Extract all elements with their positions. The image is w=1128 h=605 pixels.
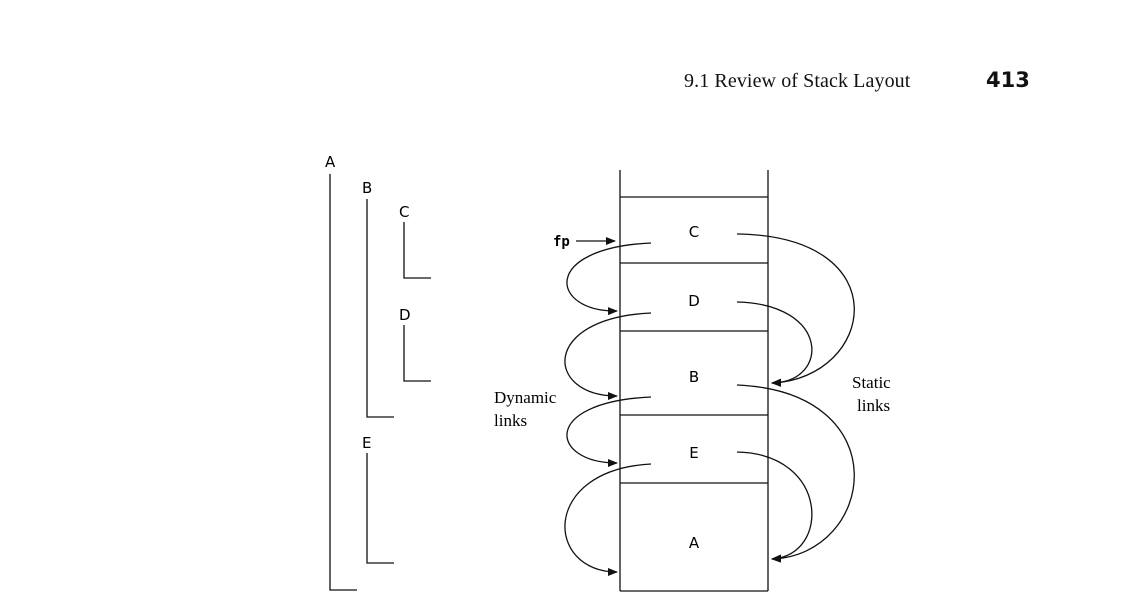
scope-bracket-d [403,325,431,382]
dynamic-link-arrow [566,396,652,467]
scope-nesting-diagram: A B C D E [325,153,431,591]
runtime-stack: C D B E A [619,170,769,592]
static-link-arrow [736,384,855,563]
scope-label-a: A [325,153,336,171]
dynamic-link-arrow [564,463,652,576]
frame-label-e: E [689,444,698,462]
scope-label-e: E [362,434,371,452]
frame-label-c: C [689,223,699,241]
dynamic-links: Dynamic links [494,242,652,576]
running-head: 9.1 Review of Stack Layout [684,70,911,92]
static-link-arrow [736,301,813,387]
static-link-arrow [736,233,855,387]
frame-label-d: D [688,292,700,310]
scope-label-d: D [399,306,411,324]
dynamic-links-label-line2: links [494,411,527,430]
static-links-label-line2: links [857,396,890,415]
scope-bracket-c [403,222,431,279]
scope-bracket-e [366,453,394,564]
scope-label-b: B [362,179,372,197]
static-link-arrow [736,451,813,563]
frame-pointer-label: fp [553,234,570,250]
frame-pointer: fp [553,234,616,250]
page-number: 413 [986,68,1030,92]
scope-bracket-b [366,199,394,418]
frame-label-a: A [689,534,700,552]
scope-label-c: C [399,203,409,221]
dynamic-link-arrow [564,312,652,400]
frame-label-b: B [689,368,699,386]
dynamic-link-arrow [566,242,652,316]
static-links-label-line1: Static [852,373,891,392]
scope-bracket-a [329,174,357,591]
static-links: Static links [736,233,891,563]
dynamic-links-label-line1: Dynamic [494,388,557,407]
